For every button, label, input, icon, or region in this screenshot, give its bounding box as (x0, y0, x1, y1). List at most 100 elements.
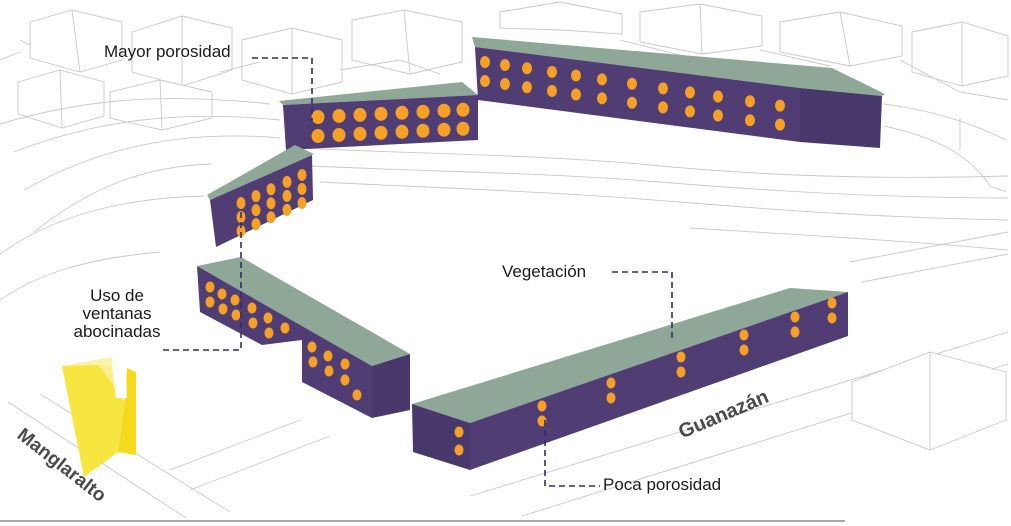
window-opening (297, 196, 307, 209)
building-outline (109, 79, 213, 131)
window-opening (685, 86, 695, 99)
street-line (849, 231, 1009, 283)
street-line (319, 181, 1009, 221)
window-opening (437, 122, 451, 137)
window-opening (374, 106, 388, 121)
window-opening (218, 303, 228, 315)
window-opening (263, 312, 273, 324)
window-opening (713, 90, 723, 103)
facade-end-face (372, 354, 410, 418)
window-opening (685, 105, 695, 118)
street-line (169, 419, 331, 491)
window-opening (297, 168, 307, 181)
window-opening (248, 317, 258, 329)
leader-mayor-porosidad (252, 57, 313, 121)
building-outline (851, 351, 1007, 451)
window-opening (739, 329, 749, 341)
street-line (0, 195, 205, 255)
splayed-window-detail (62, 357, 136, 477)
window-opening (606, 377, 616, 389)
window-opening (231, 309, 241, 321)
window-opening (537, 400, 547, 412)
window-opening (547, 65, 557, 78)
roof-face (412, 288, 848, 423)
facade-end-face (412, 404, 470, 470)
window-opening (745, 114, 755, 127)
leader-lines (163, 57, 673, 487)
window-opening (676, 366, 686, 378)
window-opening (251, 190, 261, 203)
window-opening (745, 95, 755, 108)
windows-block-b (480, 56, 785, 131)
window-opening (522, 81, 532, 94)
window-opening (790, 326, 800, 338)
window-opening (454, 426, 464, 438)
window-opening (627, 96, 637, 109)
window-opening (332, 127, 346, 142)
window-opening (676, 351, 686, 363)
window-opening (311, 129, 325, 143)
window-opening (522, 62, 532, 75)
window-opening (340, 374, 350, 386)
leader-ventanas-abocinadas (163, 212, 242, 351)
facade-end-face (800, 88, 882, 148)
street-guanazan: Guanazán (675, 386, 772, 444)
label-uso-de: Uso de (90, 286, 144, 305)
street-line (23, 135, 281, 191)
window-opening (205, 281, 215, 293)
building-outline (639, 3, 763, 55)
window-opening (627, 77, 637, 90)
window-opening (395, 105, 409, 120)
label-abocinadas: abocinadas (74, 322, 161, 341)
window-opening (236, 225, 246, 237)
roof-face (279, 82, 478, 105)
window-opening (251, 218, 261, 231)
window-opening (324, 365, 334, 377)
window-opening (282, 175, 292, 188)
window-opening (266, 197, 276, 210)
building-outline (779, 11, 903, 67)
building-outline (17, 69, 105, 129)
windows-block-a (311, 102, 470, 143)
window-opening (775, 118, 785, 131)
facade-face (283, 95, 478, 150)
window-opening (340, 358, 350, 370)
window-opening (454, 444, 464, 456)
window-opening (713, 109, 723, 122)
window-opening (308, 356, 318, 368)
leader-vegetacion (612, 271, 673, 342)
window-opening (658, 82, 668, 95)
window-opening (437, 103, 451, 118)
funnel-opening (112, 366, 127, 398)
window-opening (658, 101, 668, 114)
window-opening (332, 108, 346, 123)
building-block-c (207, 145, 314, 247)
window-opening (571, 88, 581, 101)
building-block-d (197, 257, 410, 418)
windows-block-d (205, 281, 362, 401)
annotation-labels: Mayor porosidad Vegetación Uso de ventan… (74, 42, 722, 494)
window-opening (307, 341, 317, 353)
leader-poca-porosidad (544, 420, 600, 487)
building-block-e (412, 288, 848, 470)
window-opening (416, 123, 430, 138)
building-block-a (279, 82, 478, 150)
window-opening (247, 302, 257, 314)
label-mayor-porosidad: Mayor porosidad (104, 42, 231, 61)
street-line (299, 147, 1009, 178)
window-opening (311, 110, 325, 124)
window-opening (500, 58, 510, 71)
window-opening (323, 350, 333, 362)
window-opening (251, 204, 261, 217)
street-line (689, 227, 1009, 251)
window-opening (230, 294, 240, 306)
window-opening (606, 392, 616, 404)
funnel-side-face (118, 368, 136, 455)
window-opening (353, 126, 367, 141)
window-opening (352, 389, 362, 401)
window-opening (282, 189, 292, 202)
window-opening (264, 327, 274, 339)
facade-face (470, 292, 848, 470)
window-opening (416, 104, 430, 119)
